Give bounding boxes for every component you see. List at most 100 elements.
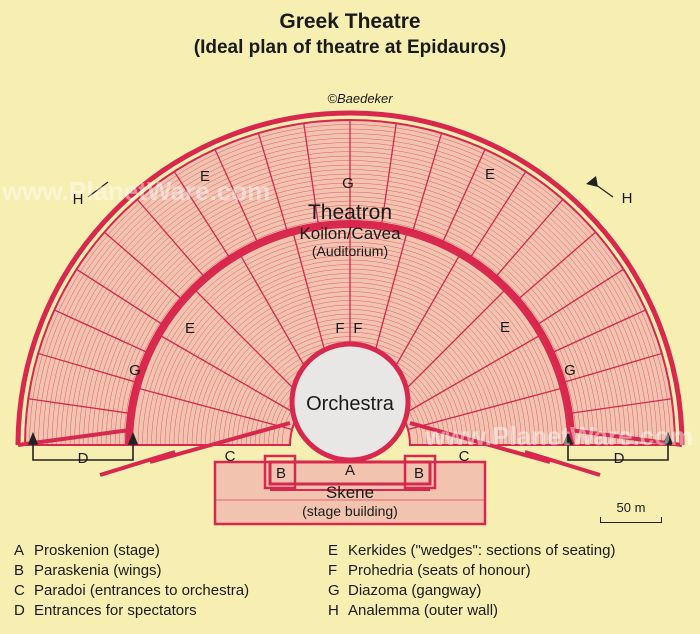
scale-label: 50 m [616, 500, 646, 515]
parodos-left-wall [149, 421, 291, 464]
watermark-top: www.PlanetWare.com [1, 176, 270, 206]
legend-text: Diazoma (gangway) [348, 582, 482, 599]
stair-line [569, 398, 672, 415]
orchestra-circle [289, 341, 411, 463]
label-c-left: C [225, 448, 236, 465]
watermark-bottom: www.PlanetWare.com [424, 421, 693, 451]
legend-item: B Paraskenia (wings) [14, 561, 249, 581]
label-e-upper-right: E [485, 166, 495, 183]
skene-building [213, 460, 487, 526]
legend-key: G [328, 582, 340, 599]
stairways [28, 120, 672, 431]
stair-line [401, 335, 540, 416]
h-pointer-left [87, 181, 109, 198]
stair-line [391, 290, 505, 404]
stair-line [214, 149, 259, 244]
copyright-label: ©Baedeker [327, 91, 393, 106]
label-h-left: H [73, 191, 84, 208]
right-retaining-wall [569, 428, 683, 447]
stair-line [469, 171, 527, 259]
stair-line [257, 132, 289, 233]
legend-item: D Entrances for spectators [14, 601, 249, 621]
legend-key: D [14, 602, 25, 619]
legend-right: E Kerkides ("wedges": sections of seating… [328, 541, 615, 621]
legend-item: G Diazoma (gangway) [328, 581, 615, 601]
scale-bar: 50 m [600, 500, 662, 523]
label-e-lower-right: E [500, 319, 510, 336]
stair-line [551, 309, 646, 354]
koilon-label: Koilon/Cavea [299, 224, 401, 243]
auditorium-label: (Auditorium) [312, 243, 388, 259]
label-d-left: D [78, 450, 89, 467]
legend-text: Entrances for spectators [34, 602, 197, 619]
stair-line [195, 290, 309, 404]
diagram-subtitle: (Ideal plan of theatre at Epidauros) [193, 37, 507, 58]
stair-line [517, 231, 597, 301]
stair-line [28, 398, 131, 415]
label-g-right: G [564, 362, 576, 379]
label-b-left: B [276, 465, 286, 482]
scale-bar-line [600, 517, 662, 523]
legend-key: A [14, 542, 25, 559]
legend-key: F [328, 562, 338, 579]
proskenion-stage [268, 460, 432, 486]
legend-key: E [328, 542, 339, 559]
label-g-left: G [129, 362, 141, 379]
label-e-upper-left: E [200, 168, 210, 185]
paraskenion-left [263, 454, 297, 490]
legend-item: A Proskenion (stage) [14, 541, 249, 561]
label-b-right: B [414, 465, 424, 482]
legend-item: C Paradoi (entrances to orchestra) [14, 581, 249, 601]
legend-item: H Analemma (outer wall) [328, 601, 615, 621]
legend-key: B [14, 562, 25, 579]
stair-line [136, 198, 206, 278]
label-d-right: D [614, 450, 625, 467]
stair-line [303, 123, 320, 226]
stair-line [411, 132, 443, 233]
label-f-right: F [353, 320, 362, 337]
parodos-left-outer [99, 450, 176, 477]
legend-text: Kerkides ("wedges": sections of seating) [348, 542, 616, 559]
theatre-plan: www.PlanetWare.com www.PlanetWare.com ©B… [1, 91, 693, 526]
h-arrowhead-right [586, 176, 598, 187]
stair-line [139, 387, 293, 431]
legend-text: Proskenion (stage) [34, 542, 160, 559]
stair-line [173, 171, 231, 259]
legend-item: E Kerkides ("wedges": sections of seating… [328, 541, 615, 561]
stair-line [37, 352, 138, 384]
label-f-left: F [335, 320, 344, 337]
stage-building-label: (stage building) [302, 503, 398, 519]
orchestra-label: Orchestra [306, 393, 395, 415]
analemma-outer-wall [15, 110, 685, 446]
label-h-right: H [622, 190, 633, 207]
diagram-title: Greek Theatre [279, 10, 421, 33]
paraskenion-right [403, 454, 437, 490]
legend-text: Paraskenia (wings) [34, 562, 162, 579]
stair-line [54, 309, 149, 354]
theatron-label: Theatron [308, 201, 392, 224]
stair-line [407, 387, 561, 431]
entrances-d [27, 431, 674, 461]
stair-line [494, 198, 564, 278]
stair-line [76, 268, 164, 326]
label-e-lower-left: E [185, 320, 195, 337]
stair-line [380, 123, 397, 226]
stair-line [103, 231, 183, 301]
stair-line [441, 149, 486, 244]
skene-label: Skene [326, 483, 374, 502]
label-g-top: G [342, 175, 354, 192]
legend-key: H [328, 602, 339, 619]
diazoma-gangway [125, 220, 575, 446]
stair-line [536, 268, 624, 326]
stair-line [160, 335, 299, 416]
parodos-right-wall [409, 421, 551, 464]
legend-key: C [14, 582, 25, 599]
legend-text: Paradoi (entrances to orchestra) [34, 582, 250, 599]
legend-text: Analemma (outer wall) [348, 602, 499, 619]
label-a: A [345, 462, 355, 479]
parodos-right-outer [524, 450, 601, 477]
label-c-right: C [459, 448, 470, 465]
stair-line [562, 352, 663, 384]
